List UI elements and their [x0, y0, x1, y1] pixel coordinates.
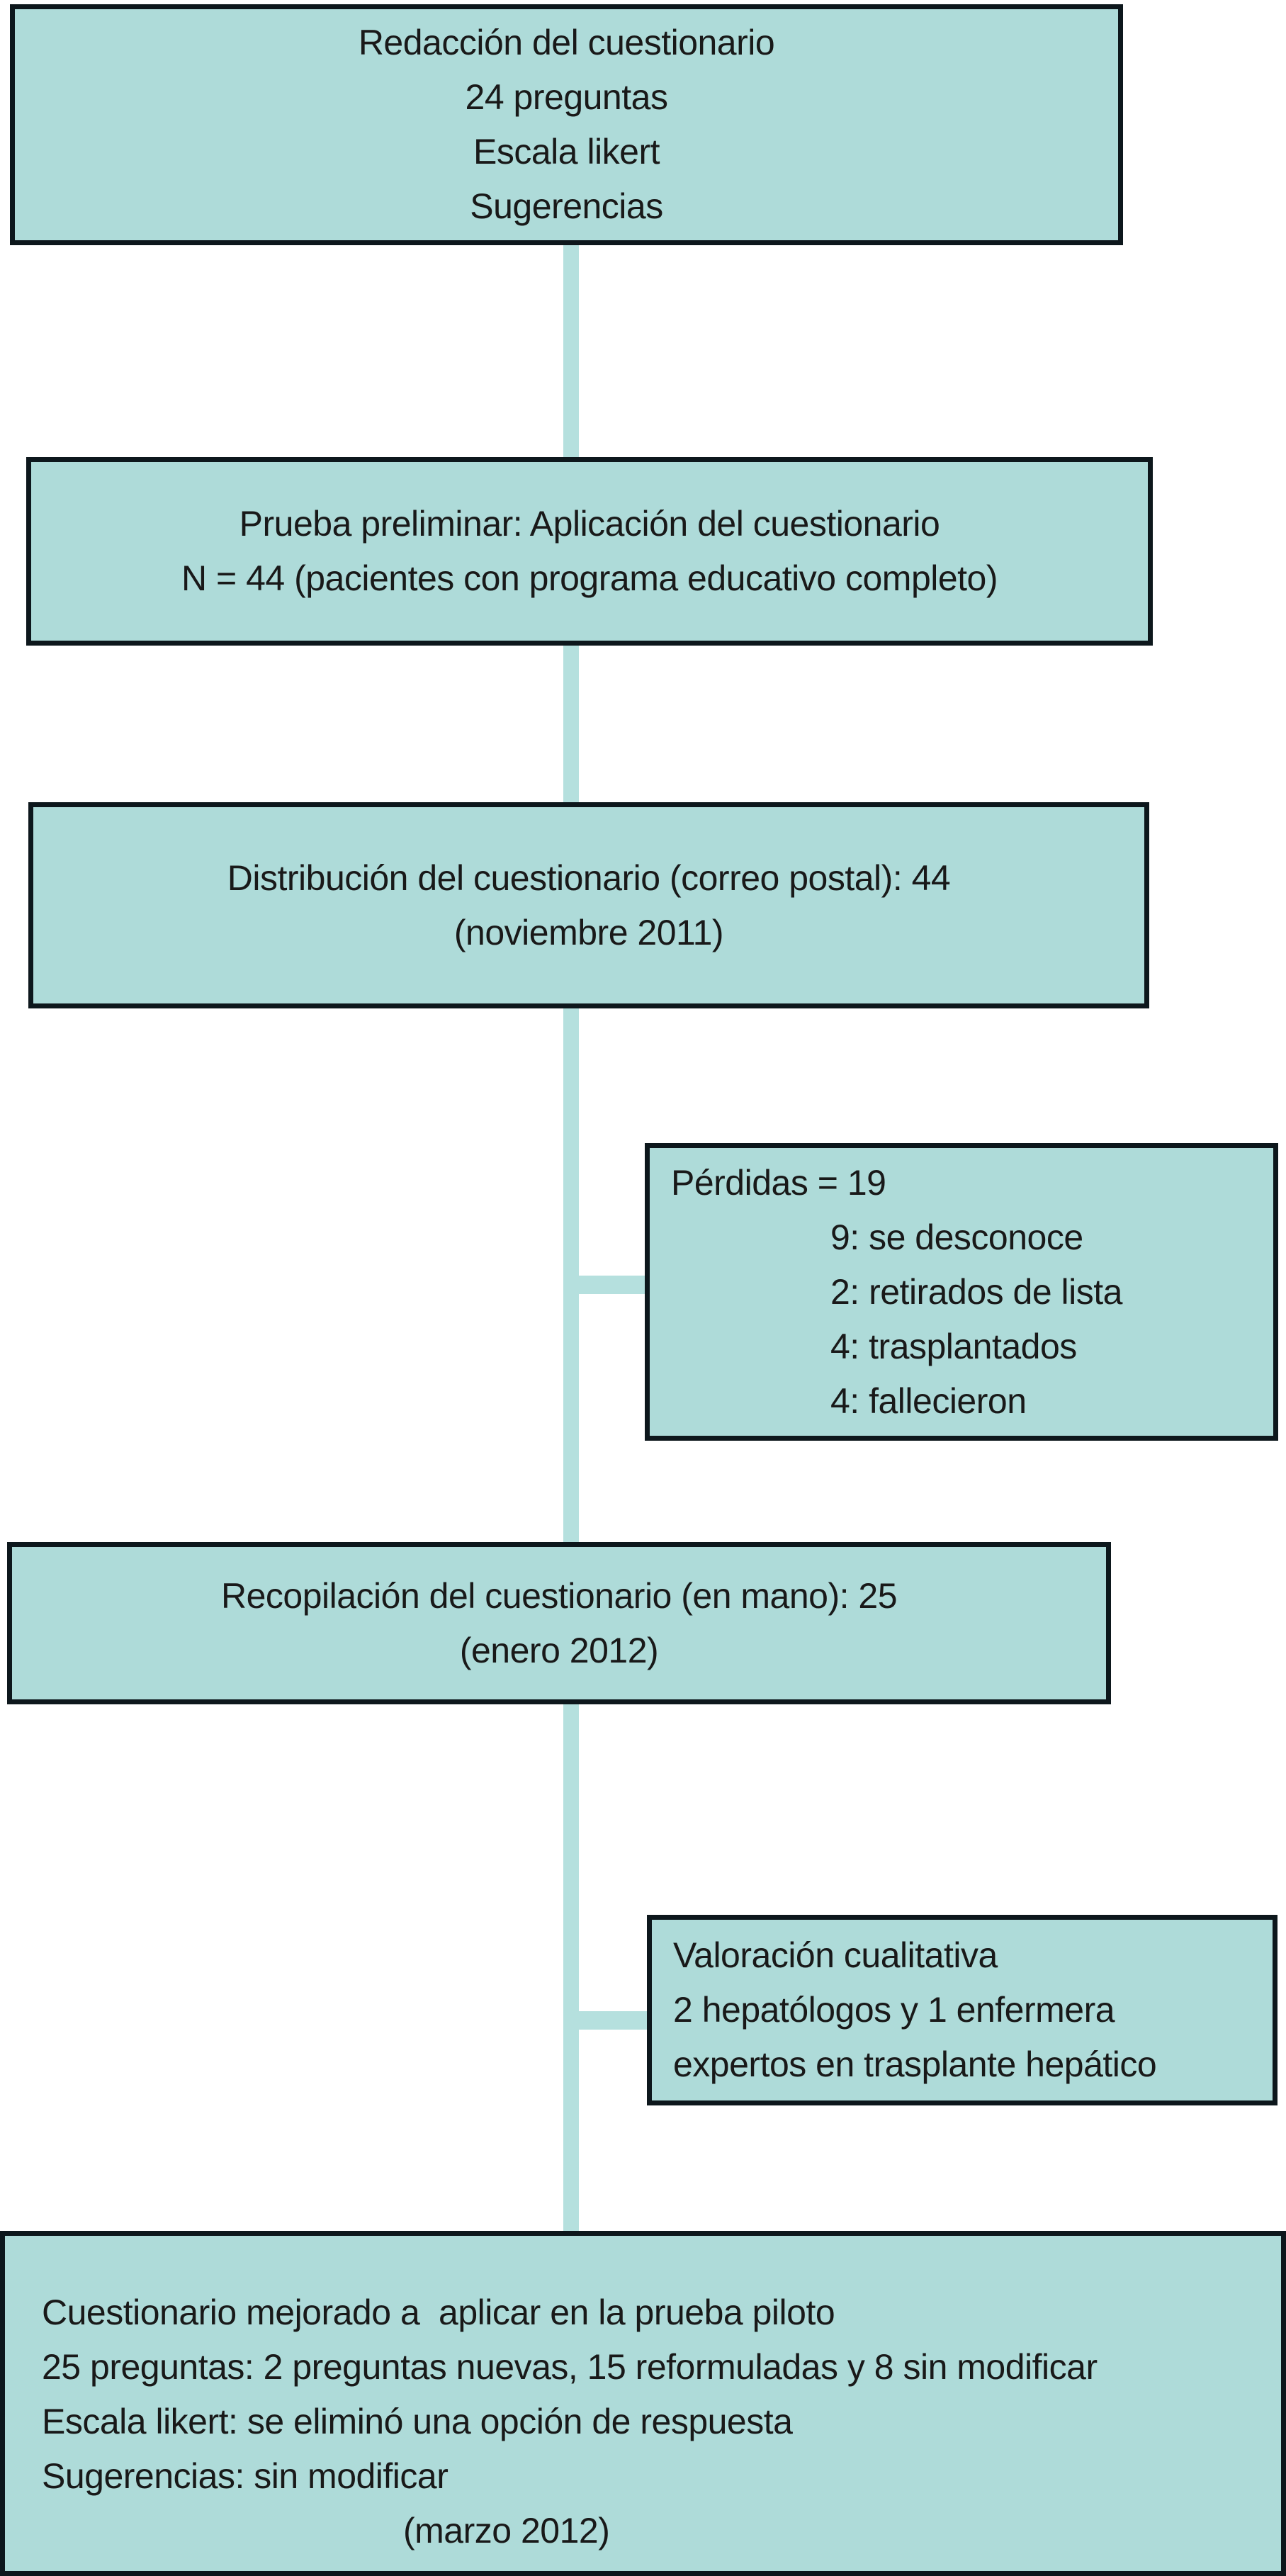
- box-text-line: expertos en trasplante hepático: [673, 2045, 1157, 2084]
- box-text-line: Sugerencias: [470, 186, 663, 226]
- box-text-line: 4: fallecieron: [830, 1380, 1027, 1421]
- box-text-line: 24 preguntas: [465, 77, 668, 117]
- box-text-line: Prueba preliminar: Aplicación del cuesti…: [239, 504, 940, 544]
- box-text-line: 2 hepatólogos y 1 enfermera: [673, 1990, 1115, 2030]
- box-text-line: Recopilación del cuestionario (en mano):…: [220, 1575, 898, 1616]
- box-text-line: Distribución del cuestionario (correo po…: [227, 857, 951, 898]
- box-text-line: 9: se desconoce: [830, 1217, 1083, 1257]
- box-text-line: Escala likert: se eliminó una opción de …: [42, 2402, 793, 2441]
- box-prueba-preliminar: Prueba preliminar: Aplicación del cuesti…: [26, 457, 1153, 646]
- box-text-line: Escala likert: [473, 132, 660, 171]
- connector-vertical-3: [563, 1007, 579, 1543]
- box-valoracion-cualitativa: Valoración cualitativa 2 hepatólogos y 1…: [647, 1915, 1277, 2105]
- connector-vertical-1: [563, 244, 579, 459]
- box-text-line: N = 44 (pacientes con programa educativo…: [181, 558, 998, 598]
- connector-vertical-4: [563, 1703, 579, 2232]
- connector-stub-valoracion: [563, 2011, 649, 2030]
- box-text-line: (enero 2012): [459, 1630, 659, 1670]
- connector-stub-perdidas: [563, 1276, 647, 1294]
- box-recopilacion-cuestionario: Recopilación del cuestionario (en mano):…: [7, 1542, 1111, 1704]
- box-text-line: Cuestionario mejorado a aplicar en la pr…: [42, 2293, 835, 2332]
- box-text-line: 25 preguntas: 2 preguntas nuevas, 15 ref…: [42, 2347, 1098, 2387]
- box-perdidas: Pérdidas = 19 9: se desconoce 2: retirad…: [645, 1143, 1278, 1441]
- connector-vertical-2: [563, 644, 579, 804]
- box-text-line: Redacción del cuestionario: [358, 23, 775, 62]
- box-text-line: Sugerencias: sin modificar: [42, 2456, 449, 2496]
- box-text-line: Pérdidas = 19: [671, 1162, 886, 1203]
- box-text-line: (noviembre 2011): [453, 912, 724, 952]
- box-text-line: 2: retirados de lista: [830, 1271, 1122, 1312]
- box-distribucion-cuestionario: Distribución del cuestionario (correo po…: [28, 802, 1149, 1008]
- box-text-line: (marzo 2012): [403, 2511, 610, 2550]
- box-cuestionario-mejorado: Cuestionario mejorado a aplicar en la pr…: [0, 2231, 1286, 2576]
- box-text-line: 4: trasplantados: [830, 1326, 1077, 1366]
- box-text-line: Valoración cualitativa: [673, 1935, 998, 1975]
- box-redaccion-cuestionario: Redacción del cuestionario 24 preguntas …: [10, 4, 1123, 245]
